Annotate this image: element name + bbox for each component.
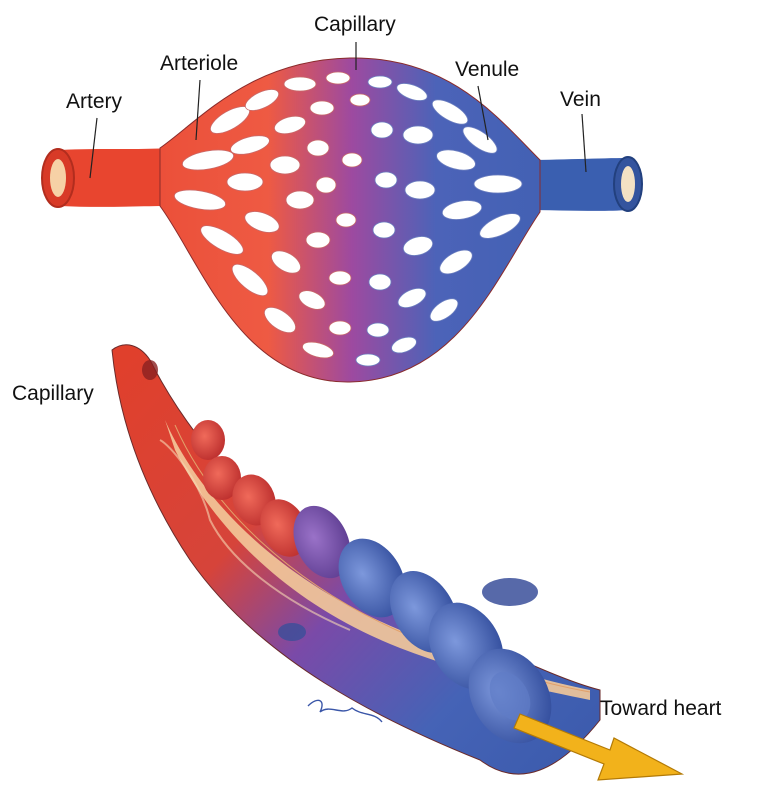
label-arteriole: Arteriole xyxy=(160,52,238,76)
rbc-1 xyxy=(191,420,225,460)
artery-vessel xyxy=(60,148,170,207)
capillary-bed xyxy=(42,58,642,382)
endothelial-nucleus xyxy=(482,578,538,606)
endothelial-nucleus-3 xyxy=(142,360,158,380)
label-toward-heart: Toward heart xyxy=(600,697,721,721)
endothelial-nucleus-2 xyxy=(278,623,306,641)
label-capillary-bottom: Capillary xyxy=(12,382,94,406)
label-venule: Venule xyxy=(455,58,519,82)
label-capillary-top: Capillary xyxy=(314,13,396,37)
capillary-cutaway xyxy=(112,345,682,780)
label-vein: Vein xyxy=(560,88,601,112)
label-artery: Artery xyxy=(66,90,122,114)
